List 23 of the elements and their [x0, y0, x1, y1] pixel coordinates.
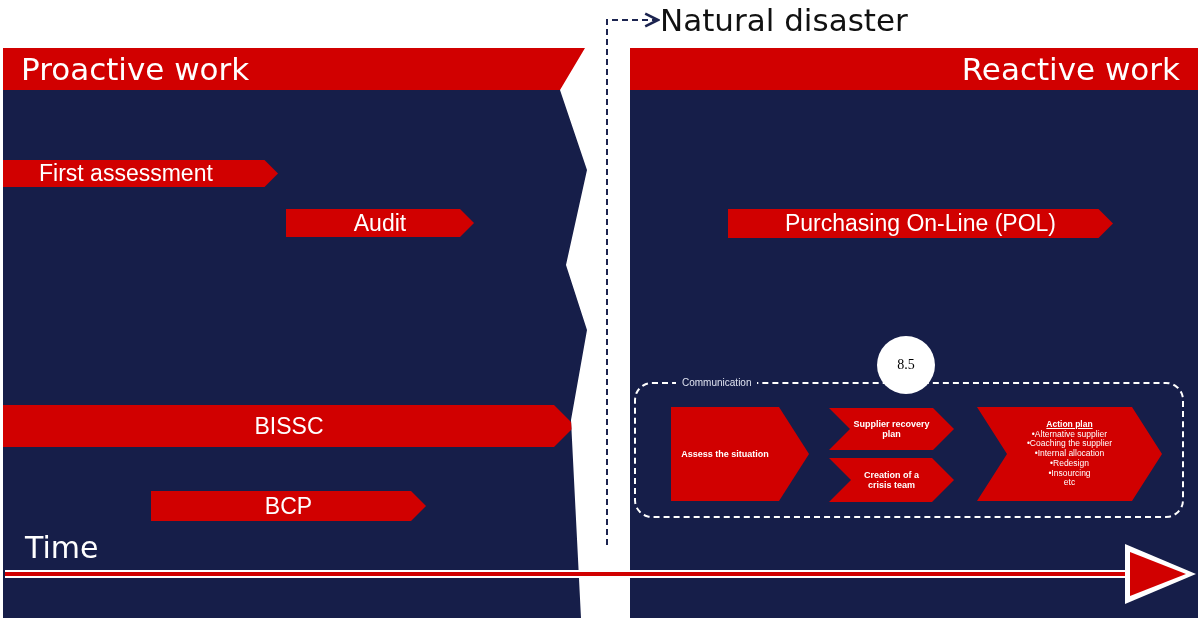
list-item: •Alternative supplier — [1031, 429, 1108, 440]
list-item: •Coaching the supplier — [1026, 439, 1113, 450]
number-circle: 8.5 — [877, 336, 935, 394]
section-title: Proactive work — [21, 50, 250, 89]
dashed-arrow — [606, 12, 660, 546]
list-heading: Action plan — [1046, 419, 1093, 430]
arrow-step: Purchasing On-Line (POL) — [728, 209, 1113, 238]
event-label: Natural disaster — [660, 0, 908, 40]
list-item: •Redesign — [1050, 458, 1089, 469]
arrow-step: BCP — [151, 491, 426, 521]
list-item: •Insourcing — [1048, 468, 1091, 479]
work-panel — [630, 48, 1198, 618]
axis-label: Time — [25, 530, 99, 566]
chevron-step: Supplier recovery plan — [829, 408, 954, 450]
list-item: etc — [1063, 478, 1076, 489]
list-item: •Internal allocation — [1034, 449, 1105, 459]
arrow-step: Audit — [286, 209, 474, 237]
arrow-step: First assessment — [3, 160, 278, 187]
arrow-step: Assess the situation — [671, 407, 809, 501]
section-title: Reactive work — [961, 50, 1180, 89]
work-panel — [3, 48, 587, 618]
chevron-step: Creation of a crisis team — [829, 458, 954, 502]
group-title: Communication — [676, 376, 758, 389]
